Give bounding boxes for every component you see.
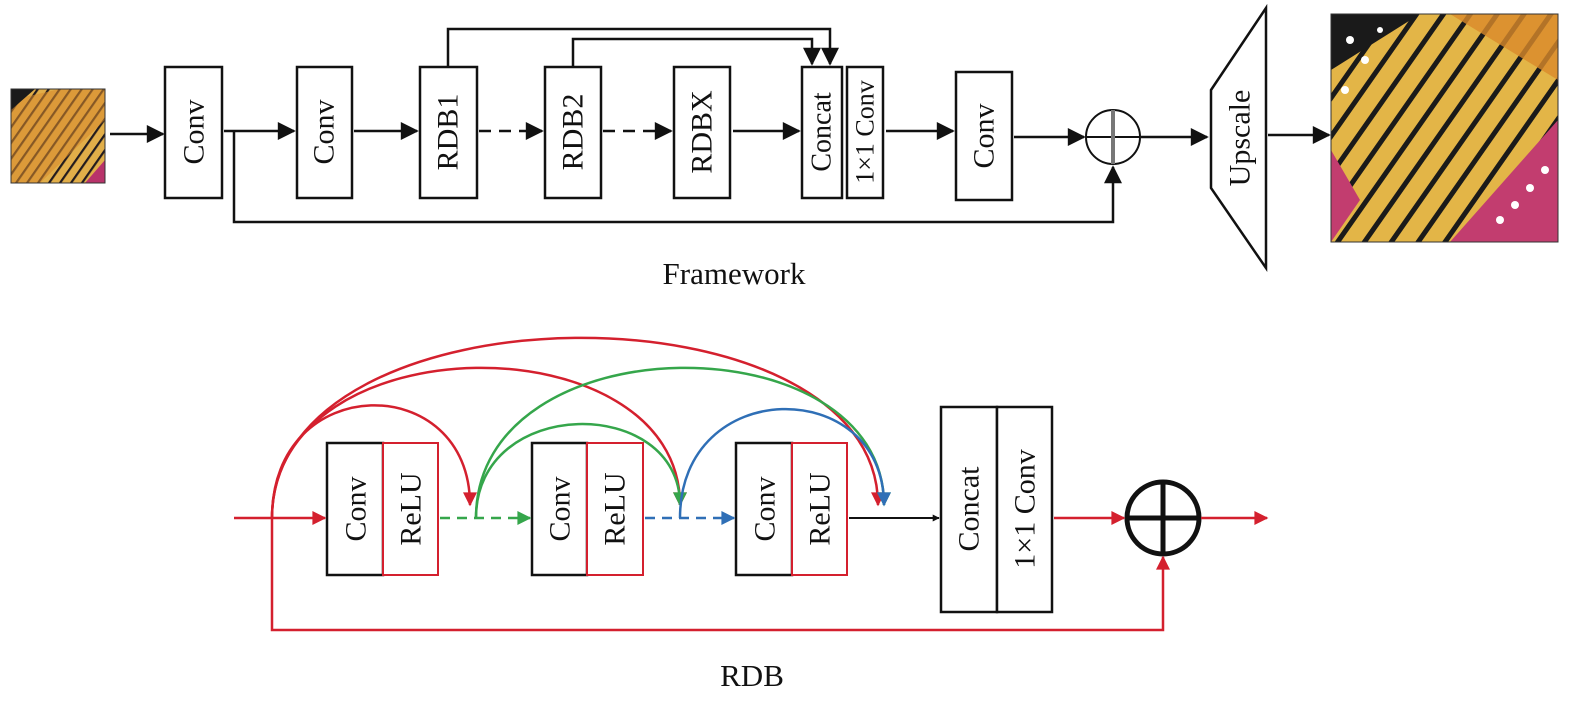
skip-rdb2-concat — [571, 37, 821, 67]
input-image — [10, 88, 106, 184]
rdb-relu-b-block — [586, 442, 644, 576]
rdb-conv-a-block — [325, 441, 385, 577]
rdb-dense-red-3 — [270, 336, 885, 519]
rdb-dense-blue-1 — [678, 407, 891, 519]
rdb-conv-c-block — [734, 441, 794, 577]
framework-diagram: Conv Conv RDB1 RDB2 RDBX Concat 1×1 Conv… — [10, 3, 1559, 291]
conv3-block — [954, 70, 1014, 202]
concat-block — [800, 65, 844, 200]
rdb-relu-c-block — [791, 442, 848, 576]
rdbx-label: RDBX — [686, 90, 719, 174]
skip-rdb1-concat — [446, 27, 839, 67]
framework-caption: Framework — [663, 256, 806, 291]
rdb1-label: RDB1 — [432, 94, 465, 171]
upscale-label: Upscale — [1224, 90, 1257, 187]
rdb-conv1x1-block — [995, 405, 1054, 614]
rdb-conv-b-block — [530, 441, 589, 577]
rdb-relu-a-block — [382, 442, 439, 576]
conv1-label: Conv — [178, 99, 211, 164]
rdb-dense-green-2 — [474, 366, 891, 519]
rdb-diagram: Conv ReLU Conv ReLU Conv ReLU Concat 1×1… — [234, 336, 1269, 693]
framework-sum-node — [1085, 109, 1141, 165]
rdb-concat-label: Concat — [953, 466, 986, 552]
conv1x1-label: 1×1 Conv — [851, 80, 880, 184]
rdb-dense-green-1 — [474, 422, 687, 519]
rdb-sum-node — [1124, 479, 1202, 557]
rdbx-block — [672, 65, 732, 200]
global-residual — [232, 131, 1122, 224]
rdb-conv-a-label: Conv — [340, 476, 373, 541]
concat-label: Concat — [807, 92, 838, 172]
conv1-block — [163, 65, 224, 200]
rdb1-block — [418, 65, 479, 200]
rdb2-label: RDB2 — [557, 94, 590, 171]
rdb-relu-a-label: ReLU — [395, 472, 428, 546]
rdb-relu-b-label: ReLU — [599, 472, 632, 546]
rdb-conv-c-label: Conv — [749, 476, 782, 541]
rdb-local-residual — [270, 518, 1170, 632]
rdb-relu-c-label: ReLU — [804, 472, 837, 546]
output-image — [1330, 13, 1559, 243]
rdb-caption: RDB — [720, 658, 784, 693]
upscale-block — [1209, 3, 1268, 273]
conv3-label: Conv — [968, 103, 1001, 168]
conv1x1-block — [845, 65, 885, 200]
rdb-conv-b-label: Conv — [544, 476, 577, 541]
conv2-block — [295, 65, 354, 200]
conv2-label: Conv — [308, 99, 341, 164]
rdb-conv1x1-label: 1×1 Conv — [1009, 449, 1042, 568]
